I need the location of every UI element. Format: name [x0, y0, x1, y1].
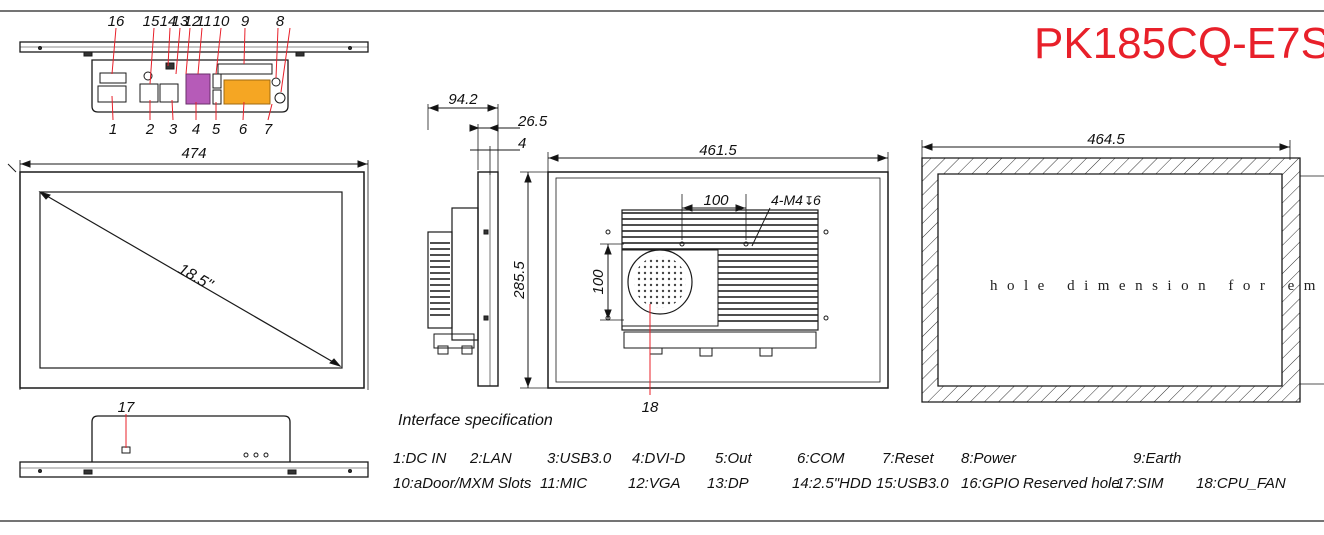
- port-number-8: 8: [276, 13, 285, 30]
- back-height-dim: 285.5: [511, 261, 528, 300]
- top-view: [19, 41, 369, 113]
- port-leader-lines: [111, 27, 291, 121]
- spec-lan: 2:LAN: [470, 450, 512, 467]
- port-number-11: 11: [196, 13, 212, 30]
- spec-gpio: 16:GPIO: [961, 475, 1020, 492]
- port-number-15: 15: [143, 13, 160, 30]
- spec-earth: 9:Earth: [1133, 450, 1182, 467]
- spec-reset: 7:Reset: [882, 450, 934, 467]
- spec-com: 6:COM: [797, 450, 845, 467]
- port-number-2: 2: [145, 121, 155, 138]
- sim-label: 17: [118, 399, 135, 416]
- spec-dc-in: 1:DC IN: [393, 450, 447, 467]
- port-number-16: 16: [108, 13, 125, 30]
- depth-dim: 94.2: [448, 91, 478, 108]
- port-number-9: 9: [241, 13, 250, 30]
- spec-dp: 13:DP: [707, 475, 749, 492]
- spec-cpu-fan: 18:CPU_FAN: [1196, 475, 1286, 492]
- screw-depth-symbol: ↧: [804, 194, 814, 208]
- spec-heading: Interface specification: [398, 412, 553, 429]
- port-number-1: 1: [109, 121, 117, 138]
- rear-view: [19, 415, 369, 478]
- side-view: [427, 104, 520, 387]
- port-number-13: 13: [172, 13, 189, 30]
- port-number-3: 3: [169, 121, 178, 138]
- bezel-dim: 26.5: [517, 113, 548, 130]
- spec-out: 5:Out: [715, 450, 752, 467]
- spec-mic: 11:MIC: [540, 475, 588, 492]
- model-title: PK185CQ-E7S: [1034, 19, 1324, 68]
- spec-adoor: 10:aDoor/MXM Slots: [393, 475, 532, 492]
- port-number-7: 7: [264, 121, 273, 138]
- spec-dvi-d: 4:DVI-D: [632, 450, 686, 467]
- vesa-h-dim: 100: [703, 192, 729, 209]
- thin-dim: 4: [518, 135, 526, 152]
- spec-power: 8:Power: [961, 450, 1017, 467]
- spec-usb30: 3:USB3.0: [547, 450, 612, 467]
- front-width-dim: 474: [181, 145, 206, 162]
- port-number-4: 4: [192, 121, 200, 138]
- screw-spec: 4-M4: [771, 192, 803, 208]
- fan-label: 18: [642, 399, 659, 416]
- port-number-5: 5: [212, 121, 221, 138]
- cutout-width-dim: 464.5: [1087, 131, 1125, 148]
- port-number-12: 12: [184, 13, 201, 30]
- screw-length: 6: [813, 192, 821, 208]
- spec-hdd: 14:2.5"HDD: [792, 475, 872, 492]
- port-number-6: 6: [239, 121, 248, 138]
- port-number-10: 10: [213, 13, 230, 30]
- spec-vga: 12:VGA: [628, 475, 681, 492]
- port-number-14: 14: [160, 13, 177, 30]
- vesa-v-dim: 100: [590, 269, 607, 295]
- back-width-dim: 461.5: [699, 142, 737, 159]
- screen-diagonal: 18.5": [175, 261, 217, 295]
- cutout-note: hole dimension for embedded: [990, 278, 1320, 294]
- spec-usb30-b: 15:USB3.0: [876, 475, 949, 492]
- spec-reserved: Reserved hole: [1023, 475, 1120, 492]
- cutout-view: [921, 140, 1324, 403]
- back-view: [520, 152, 889, 389]
- spec-sim: 17:SIM: [1116, 475, 1164, 492]
- front-view: [7, 160, 369, 390]
